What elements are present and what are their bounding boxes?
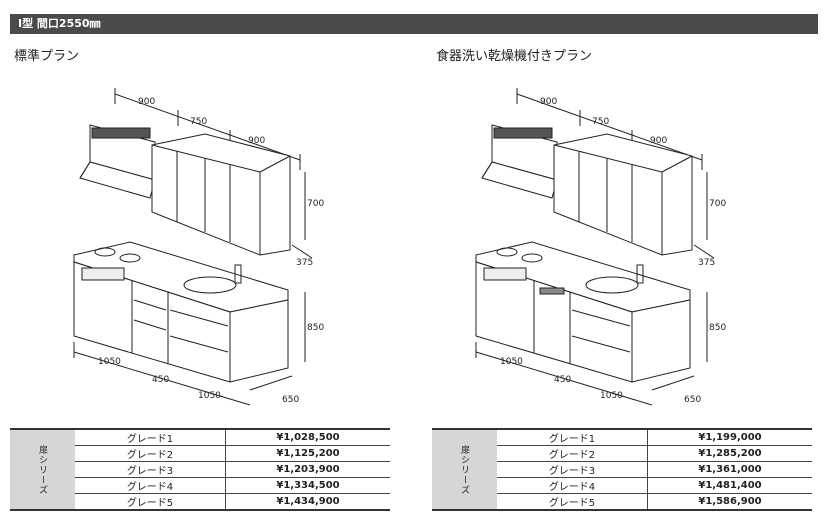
kitchen-drawing-standard: 900 750 900 700 375 850 1050 450 1050 65… (73, 88, 324, 406)
table-row: グレード3 ¥1,203,900 (10, 461, 390, 478)
dim-h-lower: 850 (307, 323, 324, 333)
dim-w3: 900 (248, 136, 265, 146)
grade-cell: グレード3 (75, 461, 226, 478)
series-label: 扉シリーズ (432, 428, 497, 511)
dim-b2: 450 (152, 375, 169, 385)
dim-w1: 900 (540, 97, 557, 107)
dim-w2: 750 (592, 117, 609, 127)
dim-b3: 1050 (600, 391, 623, 401)
dim-h-lower: 850 (709, 323, 726, 333)
grade-cell: グレード1 (497, 428, 648, 446)
dim-d-upper: 375 (698, 258, 715, 268)
grade-cell: グレード4 (497, 477, 648, 494)
table-row: グレード5 ¥1,586,900 (432, 493, 812, 511)
price-cell: ¥1,434,900 (225, 493, 390, 511)
table-row: グレード2 ¥1,285,200 (432, 445, 812, 462)
table-row: 扉シリーズ グレード1 ¥1,028,500 (10, 428, 390, 511)
price-table-dishwasher: 扉シリーズ グレード1 ¥1,199,000 グレード2 ¥1,285,200 … (432, 428, 812, 511)
header-bar: I型 間口2550㎜ (10, 14, 818, 34)
grade-cell: グレード5 (75, 493, 226, 511)
dim-b1: 1050 (98, 357, 121, 367)
price-cell: ¥1,203,900 (225, 461, 390, 478)
dim-w1: 900 (138, 97, 155, 107)
table-row: グレード2 ¥1,125,200 (10, 445, 390, 462)
table-row: グレード4 ¥1,481,400 (432, 477, 812, 494)
dim-d-lower: 650 (684, 395, 701, 405)
dim-b2: 450 (554, 375, 571, 385)
table-row: グレード3 ¥1,361,000 (432, 461, 812, 478)
dim-w3: 900 (650, 136, 667, 146)
grade-cell: グレード1 (75, 428, 226, 446)
grade-cell: グレード4 (75, 477, 226, 494)
series-label: 扉シリーズ (10, 428, 75, 511)
price-cell: ¥1,481,400 (647, 477, 812, 494)
dim-h-upper: 700 (307, 199, 324, 209)
price-cell: ¥1,285,200 (647, 445, 812, 462)
kitchen-drawing-dishwasher: 900 750 900 700 375 850 1050 450 1050 65… (475, 88, 726, 406)
grade-cell: グレード3 (497, 461, 648, 478)
grade-cell: グレード2 (497, 445, 648, 462)
grade-cell: グレード2 (75, 445, 226, 462)
dim-d-upper: 375 (296, 258, 313, 268)
dim-h-upper: 700 (709, 199, 726, 209)
dim-d-lower: 650 (282, 395, 299, 405)
table-row: グレード5 ¥1,434,900 (10, 493, 390, 511)
price-cell: ¥1,334,500 (225, 477, 390, 494)
table-row: 扉シリーズ グレード1 ¥1,199,000 (432, 428, 812, 511)
dim-b3: 1050 (198, 391, 221, 401)
price-cell: ¥1,361,000 (647, 461, 812, 478)
price-cell: ¥1,125,200 (225, 445, 390, 462)
price-cell: ¥1,028,500 (225, 428, 390, 446)
price-cell: ¥1,586,900 (647, 493, 812, 511)
plan-title-standard: 標準プラン (14, 49, 80, 64)
price-cell: ¥1,199,000 (647, 428, 812, 446)
dim-b1: 1050 (500, 357, 523, 367)
table-row: グレード4 ¥1,334,500 (10, 477, 390, 494)
dim-w2: 750 (190, 117, 207, 127)
header-title: I型 間口2550㎜ (18, 17, 101, 30)
price-table-standard: 扉シリーズ グレード1 ¥1,028,500 グレード2 ¥1,125,200 … (10, 428, 390, 511)
grade-cell: グレード5 (497, 493, 648, 511)
plan-title-dishwasher: 食器洗い乾燥機付きプラン (436, 49, 593, 64)
